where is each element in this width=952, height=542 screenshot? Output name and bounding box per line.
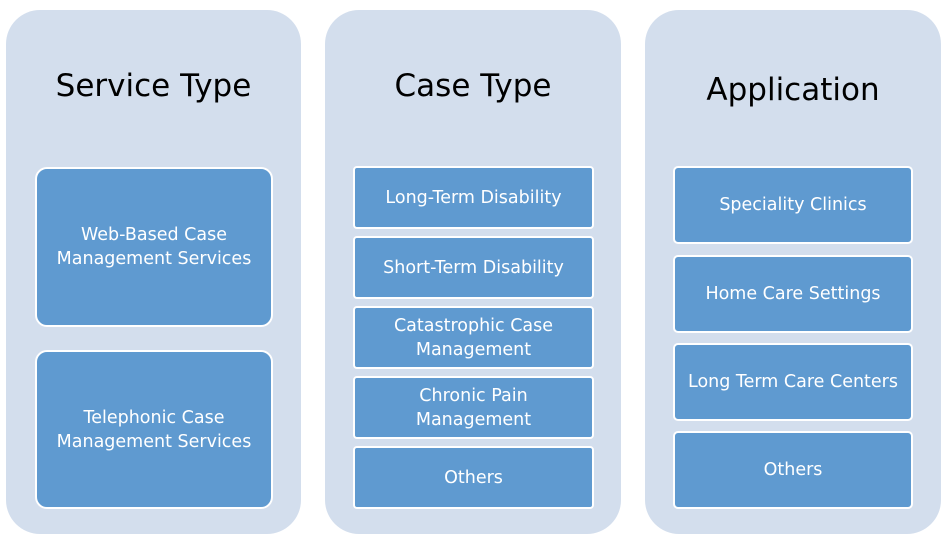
case-type-chronic-pain-box: Chronic Pain Management (353, 376, 594, 439)
case-type-others-box: Others (353, 446, 594, 509)
box-text-line: Management Services (56, 431, 252, 452)
box-text-line: Home Care Settings (705, 284, 881, 304)
application-long-term-care-box: Long Term Care Centers (673, 343, 913, 421)
case-type-short-term-box: Short-Term Disability (353, 236, 594, 299)
case-type-panel: Case Type Long-Term Disability Short-Ter… (325, 10, 621, 534)
service-type-web-based-box: Web-Based Case Management Services (35, 167, 273, 327)
box-text-line: Long-Term Disability (385, 187, 562, 208)
case-type-title: Case Type (394, 68, 552, 104)
application-speciality-clinics-box: Speciality Clinics (673, 166, 913, 244)
case-type-long-term-box: Long-Term Disability (353, 166, 594, 229)
application-home-care-box: Home Care Settings (673, 255, 913, 333)
box-text-line: Web-Based Case (81, 225, 227, 245)
box-text-line: Long Term Care Centers (688, 372, 898, 392)
box-text-line: Others (444, 467, 503, 488)
application-panel: Application Speciality Clinics Home Care… (645, 10, 941, 534)
application-others-box: Others (673, 431, 913, 509)
service-type-panel: Service Type Web-Based Case Management S… (6, 10, 301, 534)
service-type-title: Service Type (55, 68, 252, 104)
box-text-line: Speciality Clinics (719, 195, 867, 215)
box-text-line: Catastrophic Case (393, 315, 554, 336)
application-title: Application (706, 72, 880, 108)
case-type-catastrophic-box: Catastrophic Case Management (353, 306, 594, 369)
box-text-line: Chronic Pain (419, 385, 528, 406)
box-text-line: Short-Term Disability (383, 257, 564, 278)
box-text-line: Management Services (56, 249, 252, 269)
box-text-line: Management (415, 339, 532, 360)
box-text-line: Telephonic Case (83, 407, 225, 428)
service-type-telephonic-box: Telephonic Case Management Services (35, 350, 273, 509)
box-text-line: Management (415, 409, 532, 430)
box-text-line: Others (763, 460, 823, 480)
